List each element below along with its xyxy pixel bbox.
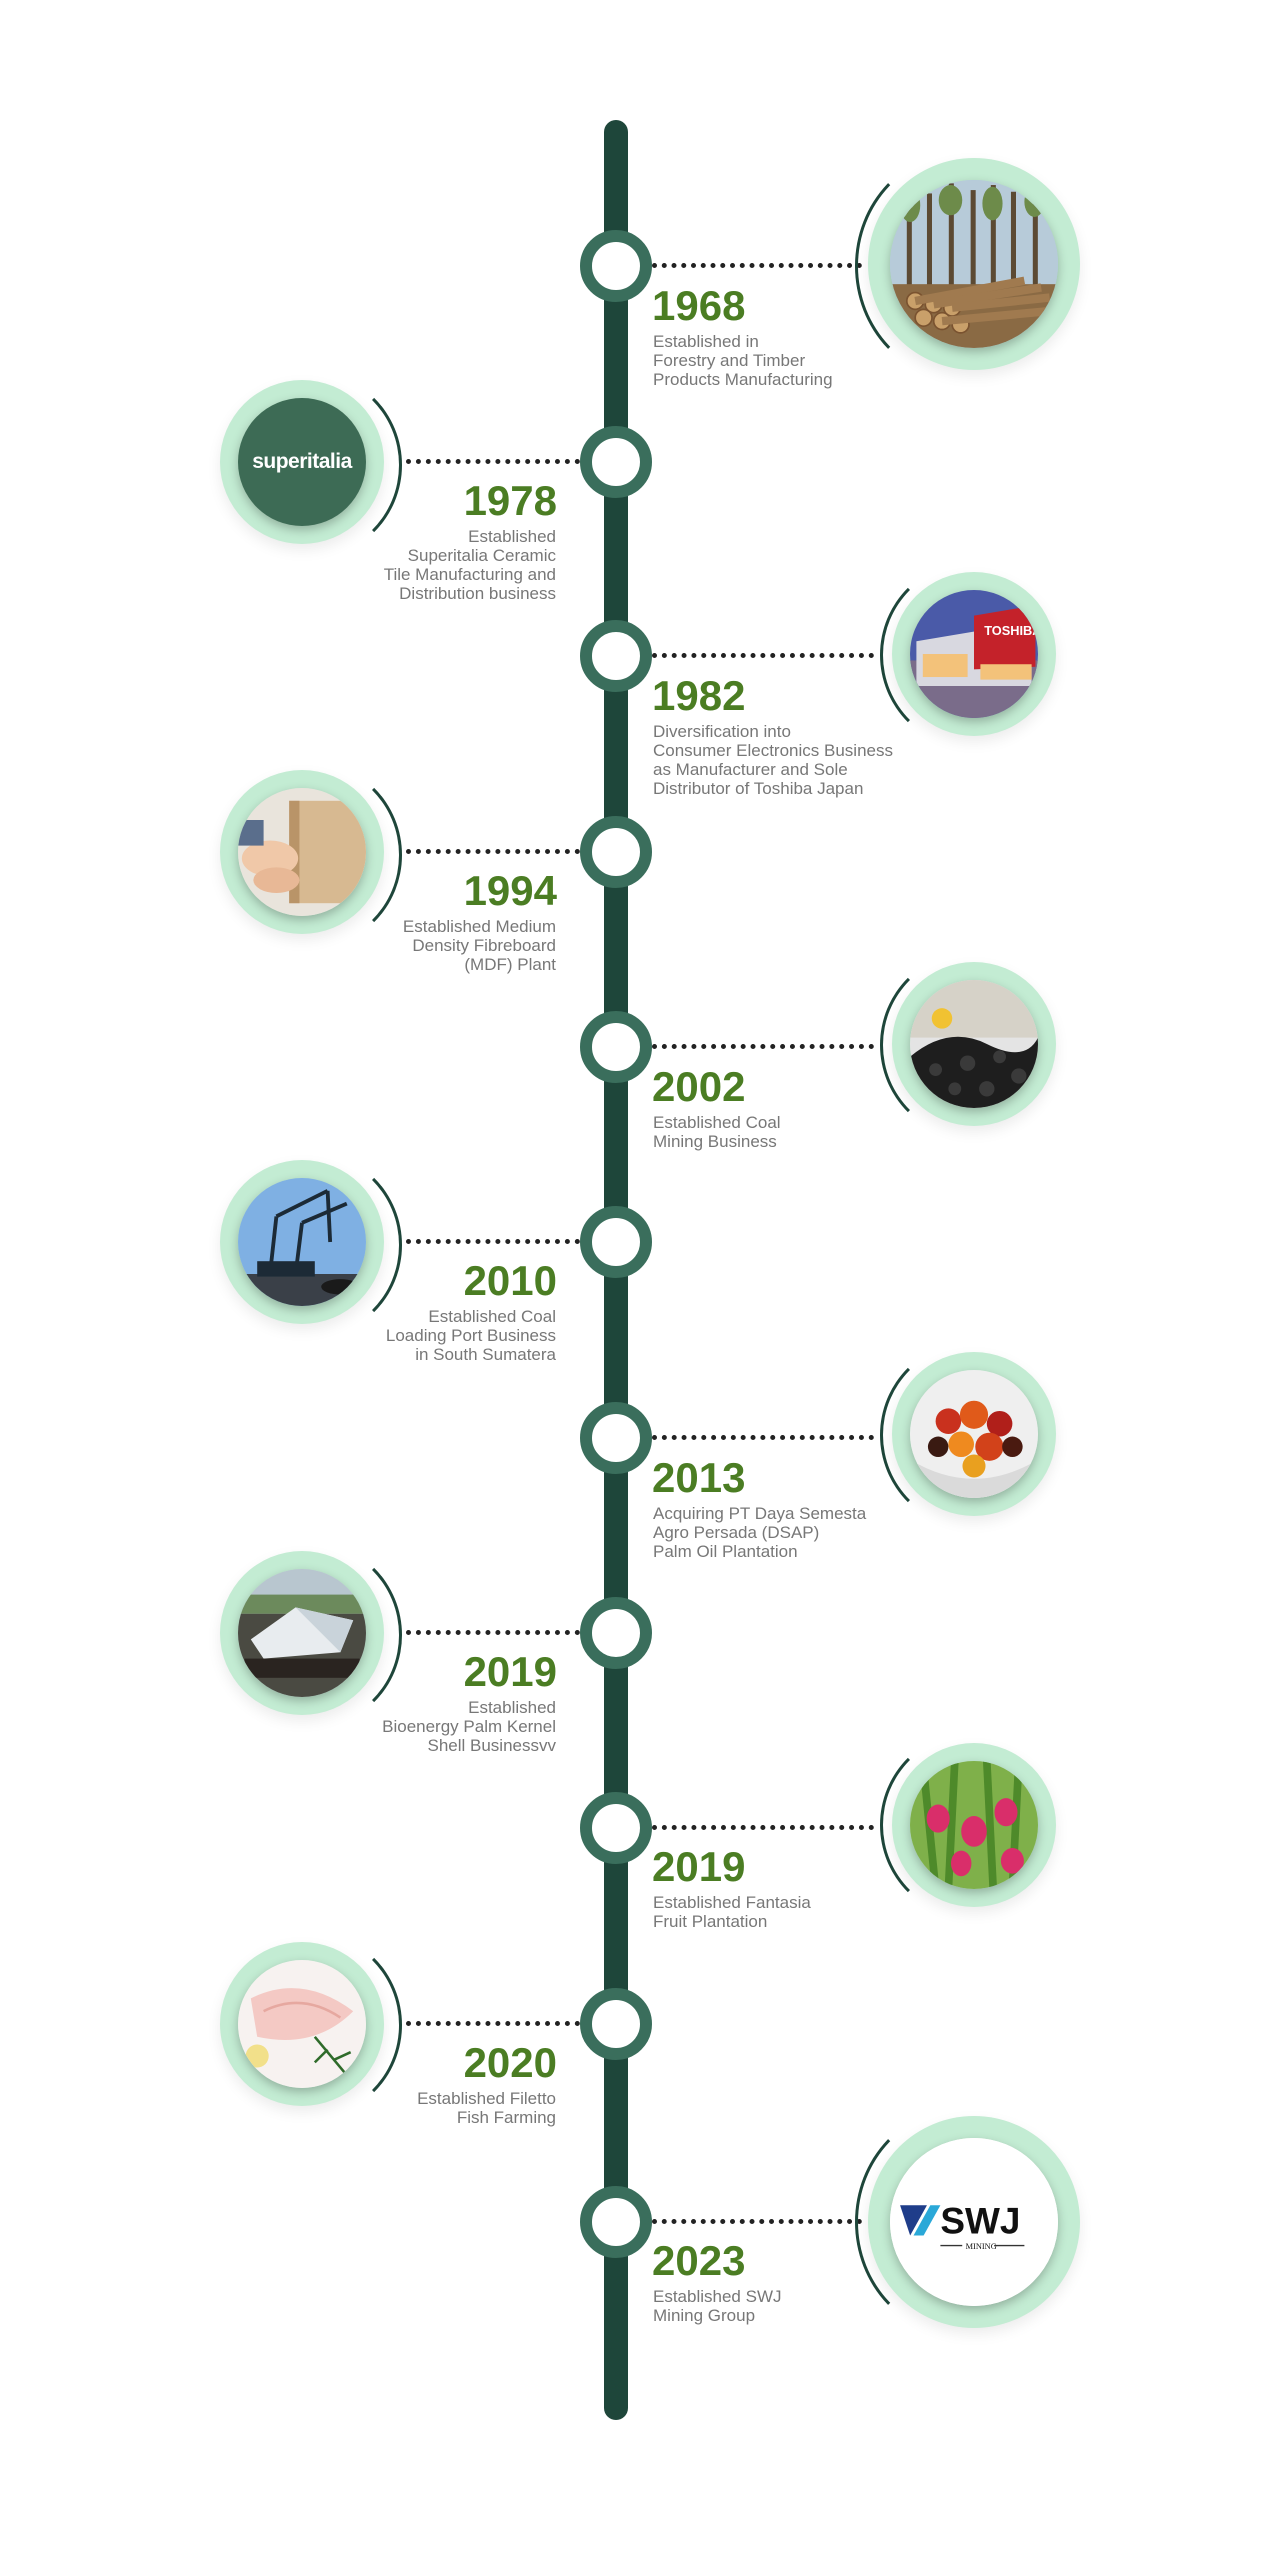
milestone-description: Established SWJ Mining Group — [653, 2287, 782, 2325]
milestone-year: 2019 — [652, 1843, 746, 1890]
milestone-description: Established Fantasia Fruit Plantation — [653, 1893, 811, 1931]
bracket-arc — [880, 950, 1070, 1140]
bracket-arc — [212, 1930, 402, 2120]
fish-fillet-image — [238, 1960, 366, 2088]
timeline-node — [580, 1988, 652, 2060]
dragon-fruit-image — [910, 1761, 1038, 1889]
mdf-board-image — [238, 788, 366, 916]
timeline-node — [580, 1792, 652, 1864]
timeline-node — [580, 620, 652, 692]
milestone-year: 1968 — [652, 282, 746, 329]
palm-fruit-image — [910, 1370, 1038, 1498]
port-crane-image — [238, 1178, 366, 1306]
logo-subtext: MINING — [966, 2242, 997, 2251]
milestone-description: Established Medium Density Fibreboard (M… — [402, 917, 556, 974]
coal-image — [910, 980, 1038, 1108]
logo-text: superitalia — [252, 450, 352, 473]
timeline-node — [580, 1011, 652, 1083]
dotted-connector — [406, 2021, 580, 2026]
timeline-node — [580, 230, 652, 302]
milestone-year: 1982 — [652, 672, 746, 719]
milestone-description: Established Filetto Fish Farming — [417, 2089, 556, 2127]
dotted-connector — [406, 1630, 580, 1635]
timeline-node — [580, 816, 652, 888]
bracket-arc — [880, 1730, 1070, 1920]
bracket-arc — [212, 1150, 402, 1340]
dotted-connector — [406, 1239, 580, 1244]
milestone-year: 2010 — [463, 1257, 557, 1304]
bracket-arc — [212, 1540, 402, 1730]
milestone-year: 2002 — [652, 1063, 746, 1110]
logo-text: TOSHIBA — [984, 623, 1038, 638]
dotted-connector — [652, 653, 874, 658]
timeline-node — [580, 1206, 652, 1278]
timber-logs-image — [890, 180, 1058, 348]
dotted-connector — [406, 849, 580, 854]
milestone-description: Established Superitalia Ceramic Tile Man… — [383, 527, 556, 603]
dotted-connector — [406, 459, 580, 464]
milestone-year: 2020 — [463, 2039, 557, 2086]
milestone-description: Diversification into Consumer Electronic… — [653, 722, 893, 798]
bracket-arc — [212, 760, 402, 950]
milestone-description: Established Bioenergy Palm Kernel Shell … — [382, 1698, 556, 1755]
logo-text: SWJ — [940, 2201, 1020, 2242]
dotted-connector — [652, 263, 862, 268]
milestone-year: 2019 — [463, 1648, 557, 1695]
barge-image — [238, 1569, 366, 1697]
timeline-node — [580, 1597, 652, 1669]
milestone-description: Established in Forestry and Timber Produ… — [653, 332, 833, 389]
milestone-description: Acquiring PT Daya Semesta Agro Persada (… — [653, 1504, 867, 1561]
milestone-year: 1978 — [463, 477, 557, 524]
toshiba-building-image: TOSHIBA — [910, 590, 1038, 718]
timeline-node — [580, 426, 652, 498]
superitalia-logo: superitalia — [238, 398, 366, 526]
dotted-connector — [652, 1825, 874, 1830]
timeline-node — [580, 1402, 652, 1474]
dotted-connector — [652, 2219, 862, 2224]
milestone-year: 2023 — [652, 2237, 746, 2284]
milestone-description: Established Coal Loading Port Business i… — [385, 1307, 556, 1364]
milestone-year: 1994 — [463, 867, 557, 914]
milestone-year: 2013 — [652, 1454, 746, 1501]
milestone-description: Established Coal Mining Business — [653, 1113, 781, 1151]
bracket-arc — [212, 370, 402, 560]
timeline-node — [580, 2186, 652, 2258]
bracket-arc — [880, 1340, 1070, 1530]
dotted-connector — [652, 1435, 874, 1440]
bracket-arc — [880, 560, 1070, 750]
dotted-connector — [652, 1044, 874, 1049]
swj-mining-logo: SWJ MINING — [890, 2138, 1058, 2306]
bracket-arc — [855, 150, 1075, 382]
bracket-arc — [855, 2106, 1075, 2338]
